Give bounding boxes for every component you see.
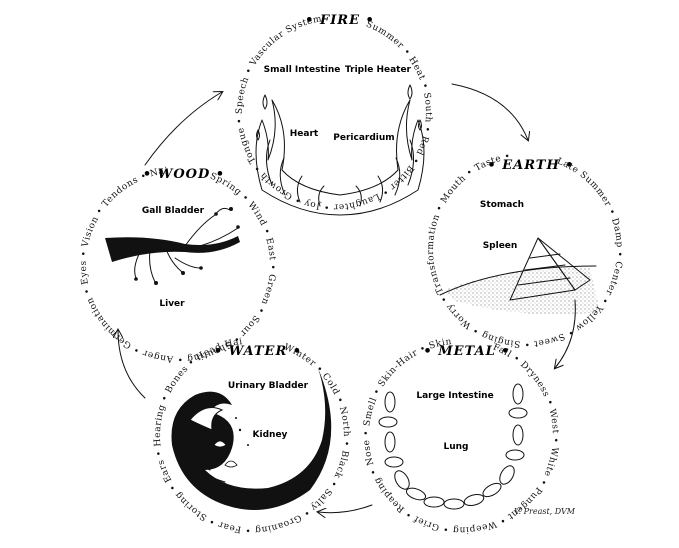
element-title: • WOOD • <box>143 167 225 182</box>
element-title: • EARTH • <box>487 158 574 173</box>
organ-label: Kidney <box>253 430 288 440</box>
element-water: • WATER • Winter • Cold • North • Black … <box>0 0 350 535</box>
arrow-fire-to-earth <box>451 83 528 140</box>
organ-label: Spleen <box>483 241 518 251</box>
organ-label: Pericardium <box>333 133 394 143</box>
organ-label: Urinary Bladder <box>228 381 309 391</box>
chain-illustration <box>378 383 528 510</box>
arrow-metal-to-water <box>318 504 373 513</box>
arrow-water-to-wood <box>118 330 146 399</box>
branch-illustration <box>105 207 240 285</box>
organ-label: Stomach <box>480 200 524 210</box>
organ-label: Heart <box>290 129 319 139</box>
organ-label: Triple Heater <box>345 65 412 75</box>
pyramid-illustration <box>439 237 600 315</box>
organ-label: Large Intestine <box>416 391 493 401</box>
organ-label: Gall Bladder <box>142 206 205 216</box>
organ-label: Lung <box>444 442 469 452</box>
element-title: • WATER • <box>214 344 302 359</box>
element-title: • METAL • <box>423 344 510 359</box>
organ-label: Small Intestine <box>264 65 341 75</box>
element-wood: • WOOD • Spring • Wind • East • Green • … <box>0 0 277 364</box>
arrow-wood-to-fire <box>144 92 222 166</box>
element-attributes: Spring • Wind • East • Green • Sour • Sh… <box>0 0 277 364</box>
organ-label: Liver <box>159 299 185 309</box>
artist-signature: V. Preast, DVM <box>514 507 576 516</box>
wave-illustration <box>171 368 332 510</box>
flames-illustration <box>255 84 425 216</box>
element-title: • FIRE • <box>305 13 375 28</box>
